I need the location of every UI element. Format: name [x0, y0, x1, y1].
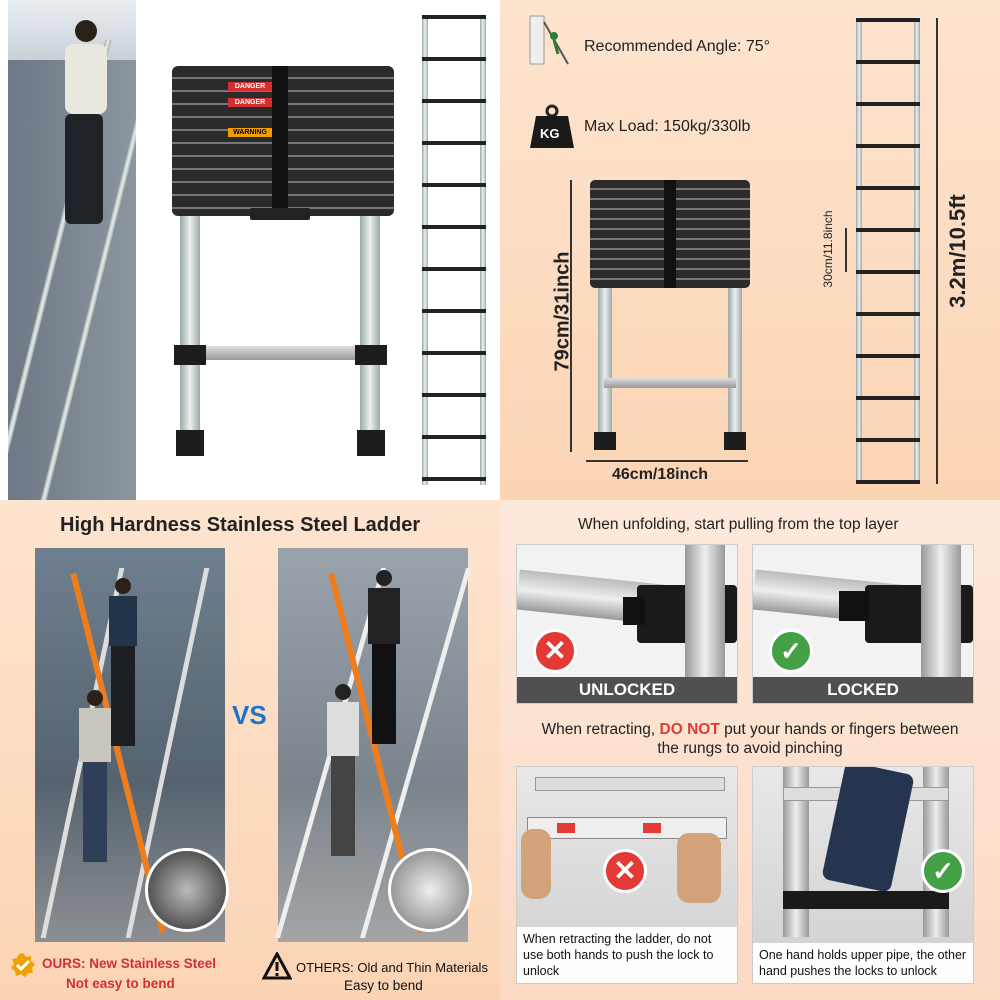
others-photo	[274, 548, 472, 942]
extended-ladder-diagram	[852, 18, 924, 484]
specs-panel: Recommended Angle: 75° KG Max Load: 150k…	[500, 0, 1000, 500]
unlocked-label: UNLOCKED	[517, 677, 737, 703]
closed-ladder-product: DANGER DANGER WARNING	[150, 0, 400, 500]
extended-ladder-product	[410, 0, 500, 500]
retract-instruction: When retracting, DO NOT put your hands o…	[530, 720, 970, 758]
ours-line2: Not easy to bend	[66, 976, 175, 991]
retract-instruction-warn: DO NOT	[659, 721, 720, 738]
max-load-label: Max Load: 150kg/330lb	[584, 118, 751, 135]
closed-height-label: 79cm/31inch	[551, 251, 574, 372]
right-retract-caption: One hand holds upper pipe, the other han…	[753, 943, 973, 983]
danger-sticker: DANGER	[228, 98, 272, 107]
recommended-angle-label: Recommended Angle: 75°	[584, 38, 771, 55]
unlocked-photo: ✕ UNLOCKED	[516, 544, 738, 704]
others-line1: OTHERS: Old and Thin Materials	[296, 960, 488, 975]
check-icon: ✓	[921, 849, 965, 893]
others-line2: Easy to bend	[344, 978, 423, 993]
height-dimension-line	[570, 180, 572, 452]
person-figure	[53, 20, 113, 250]
angle-icon	[528, 14, 572, 66]
warning-sticker: WARNING	[228, 128, 272, 137]
right-retract-photo: ✓ One hand holds upper pipe, the other h…	[752, 766, 974, 984]
wrong-retract-photo: ✕ When retracting the ladder, do not use…	[516, 766, 738, 984]
locked-label: LOCKED	[753, 677, 973, 703]
retract-instruction-post: put your hands or fingers between the ru…	[657, 721, 959, 757]
retract-instruction-pre: When retracting,	[541, 721, 660, 738]
cross-icon: ✕	[603, 849, 647, 893]
comparison-title: High Hardness Stainless Steel Ladder	[60, 514, 421, 536]
width-label: 46cm/18inch	[612, 466, 709, 483]
person-figure	[323, 684, 363, 884]
width-dimension-line	[586, 460, 748, 462]
ours-line1: OURS: New Stainless Steel	[42, 956, 217, 971]
closed-ladder-diagram	[590, 180, 750, 450]
ok-badge-icon	[10, 952, 36, 978]
person-figure	[105, 578, 141, 778]
kg-weight-icon: KG	[528, 102, 576, 150]
locked-photo: ✓ LOCKED	[752, 544, 974, 704]
cross-icon: ✕	[533, 629, 577, 673]
wrong-retract-caption: When retracting the ladder, do not use b…	[517, 927, 737, 983]
danger-sticker: DANGER	[228, 82, 272, 91]
person-figure	[366, 570, 402, 770]
pipes-closeup-others	[388, 848, 472, 932]
person-figure	[77, 690, 113, 890]
unfold-instruction: When unfolding, start pulling from the t…	[578, 516, 899, 533]
warning-triangle-icon	[261, 950, 293, 980]
vs-label: VS	[232, 700, 267, 730]
comparison-panel: High Hardness Stainless Steel Ladder VS	[0, 500, 500, 1000]
instructions-panel: When unfolding, start pulling from the t…	[500, 500, 1000, 1000]
full-height-line	[936, 18, 938, 484]
rung-spacing-line	[845, 228, 847, 272]
pipes-closeup-ours	[145, 848, 229, 932]
rung-spacing-label: 30cm/11.8inch	[821, 210, 835, 288]
kg-label: KG	[540, 126, 560, 141]
extended-height-label: 3.2m/10.5ft	[945, 194, 970, 308]
check-icon: ✓	[769, 629, 813, 673]
ours-photo	[35, 548, 229, 942]
climbing-photo	[8, 0, 136, 500]
